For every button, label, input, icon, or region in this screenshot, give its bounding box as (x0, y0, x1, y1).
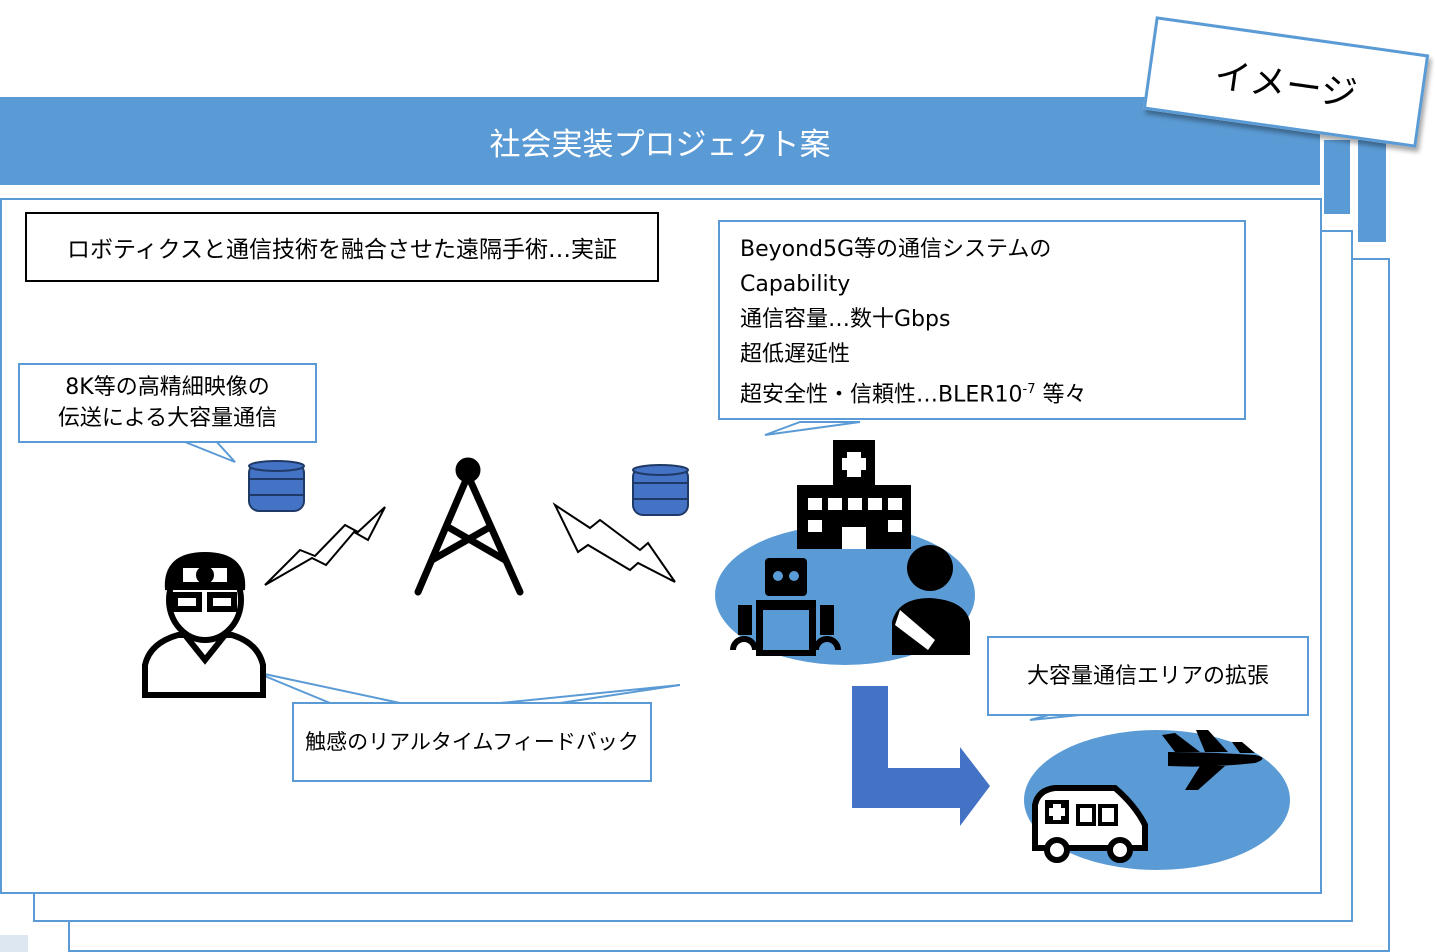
lightning-icon (264, 506, 386, 586)
left-callout-line: 伝送による大容量通信 (57, 406, 278, 431)
left-callout-line: 8K等の高精細映像の (65, 375, 270, 400)
left-callout: 8K等の高精細映像の 伝送による大容量通信 (18, 363, 317, 443)
feedback-tail-left (254, 671, 401, 704)
capability-tail: 等々 (1035, 382, 1087, 408)
capability-line: 通信容量…数十Gbps (740, 307, 951, 332)
back-tab-3 (1358, 140, 1386, 242)
capability-line: 超低遅延性 (740, 342, 851, 367)
expansion-callout: 大容量通信エリアの拡張 (987, 636, 1309, 716)
main-title-box: ロボティクスと通信技術を融合させた遠隔手術…実証 (25, 212, 659, 282)
expansion-arrow (852, 686, 990, 826)
corner-marker (0, 935, 28, 952)
capability-callout-tail (764, 421, 861, 436)
capability-line: Beyond5G等の通信システムの (740, 237, 1052, 262)
back-tab-2 (1324, 140, 1350, 214)
lightning-icon (552, 502, 676, 583)
ambulance-icon (1032, 785, 1148, 863)
capability-callout: Beyond5G等の通信システムの Capability 通信容量…数十Gbps… (718, 220, 1246, 420)
database-icon (248, 460, 305, 512)
left-callout-tail (179, 439, 236, 463)
robot-icon (730, 558, 841, 656)
doctor-icon (142, 551, 266, 698)
banner-bar (0, 97, 1320, 185)
tower-icon (414, 457, 524, 596)
capability-line: Capability (740, 272, 851, 297)
capability-bler: 超安全性・信頼性…BLER10 (740, 382, 1023, 408)
banner-title: 社会実装プロジェクト案 (489, 126, 831, 163)
patient-icon (892, 545, 970, 655)
feedback-tail-right (499, 684, 681, 704)
capability-exponent: -7 (1022, 382, 1036, 397)
feedback-callout: 触感のリアルタイムフィードバック (292, 702, 652, 782)
capability-line: 超安全性・信頼性…BLER10-7 等々 (740, 372, 1244, 412)
airplane-icon (1162, 730, 1263, 790)
hospital-icon (797, 440, 911, 549)
database-icon (632, 464, 689, 516)
